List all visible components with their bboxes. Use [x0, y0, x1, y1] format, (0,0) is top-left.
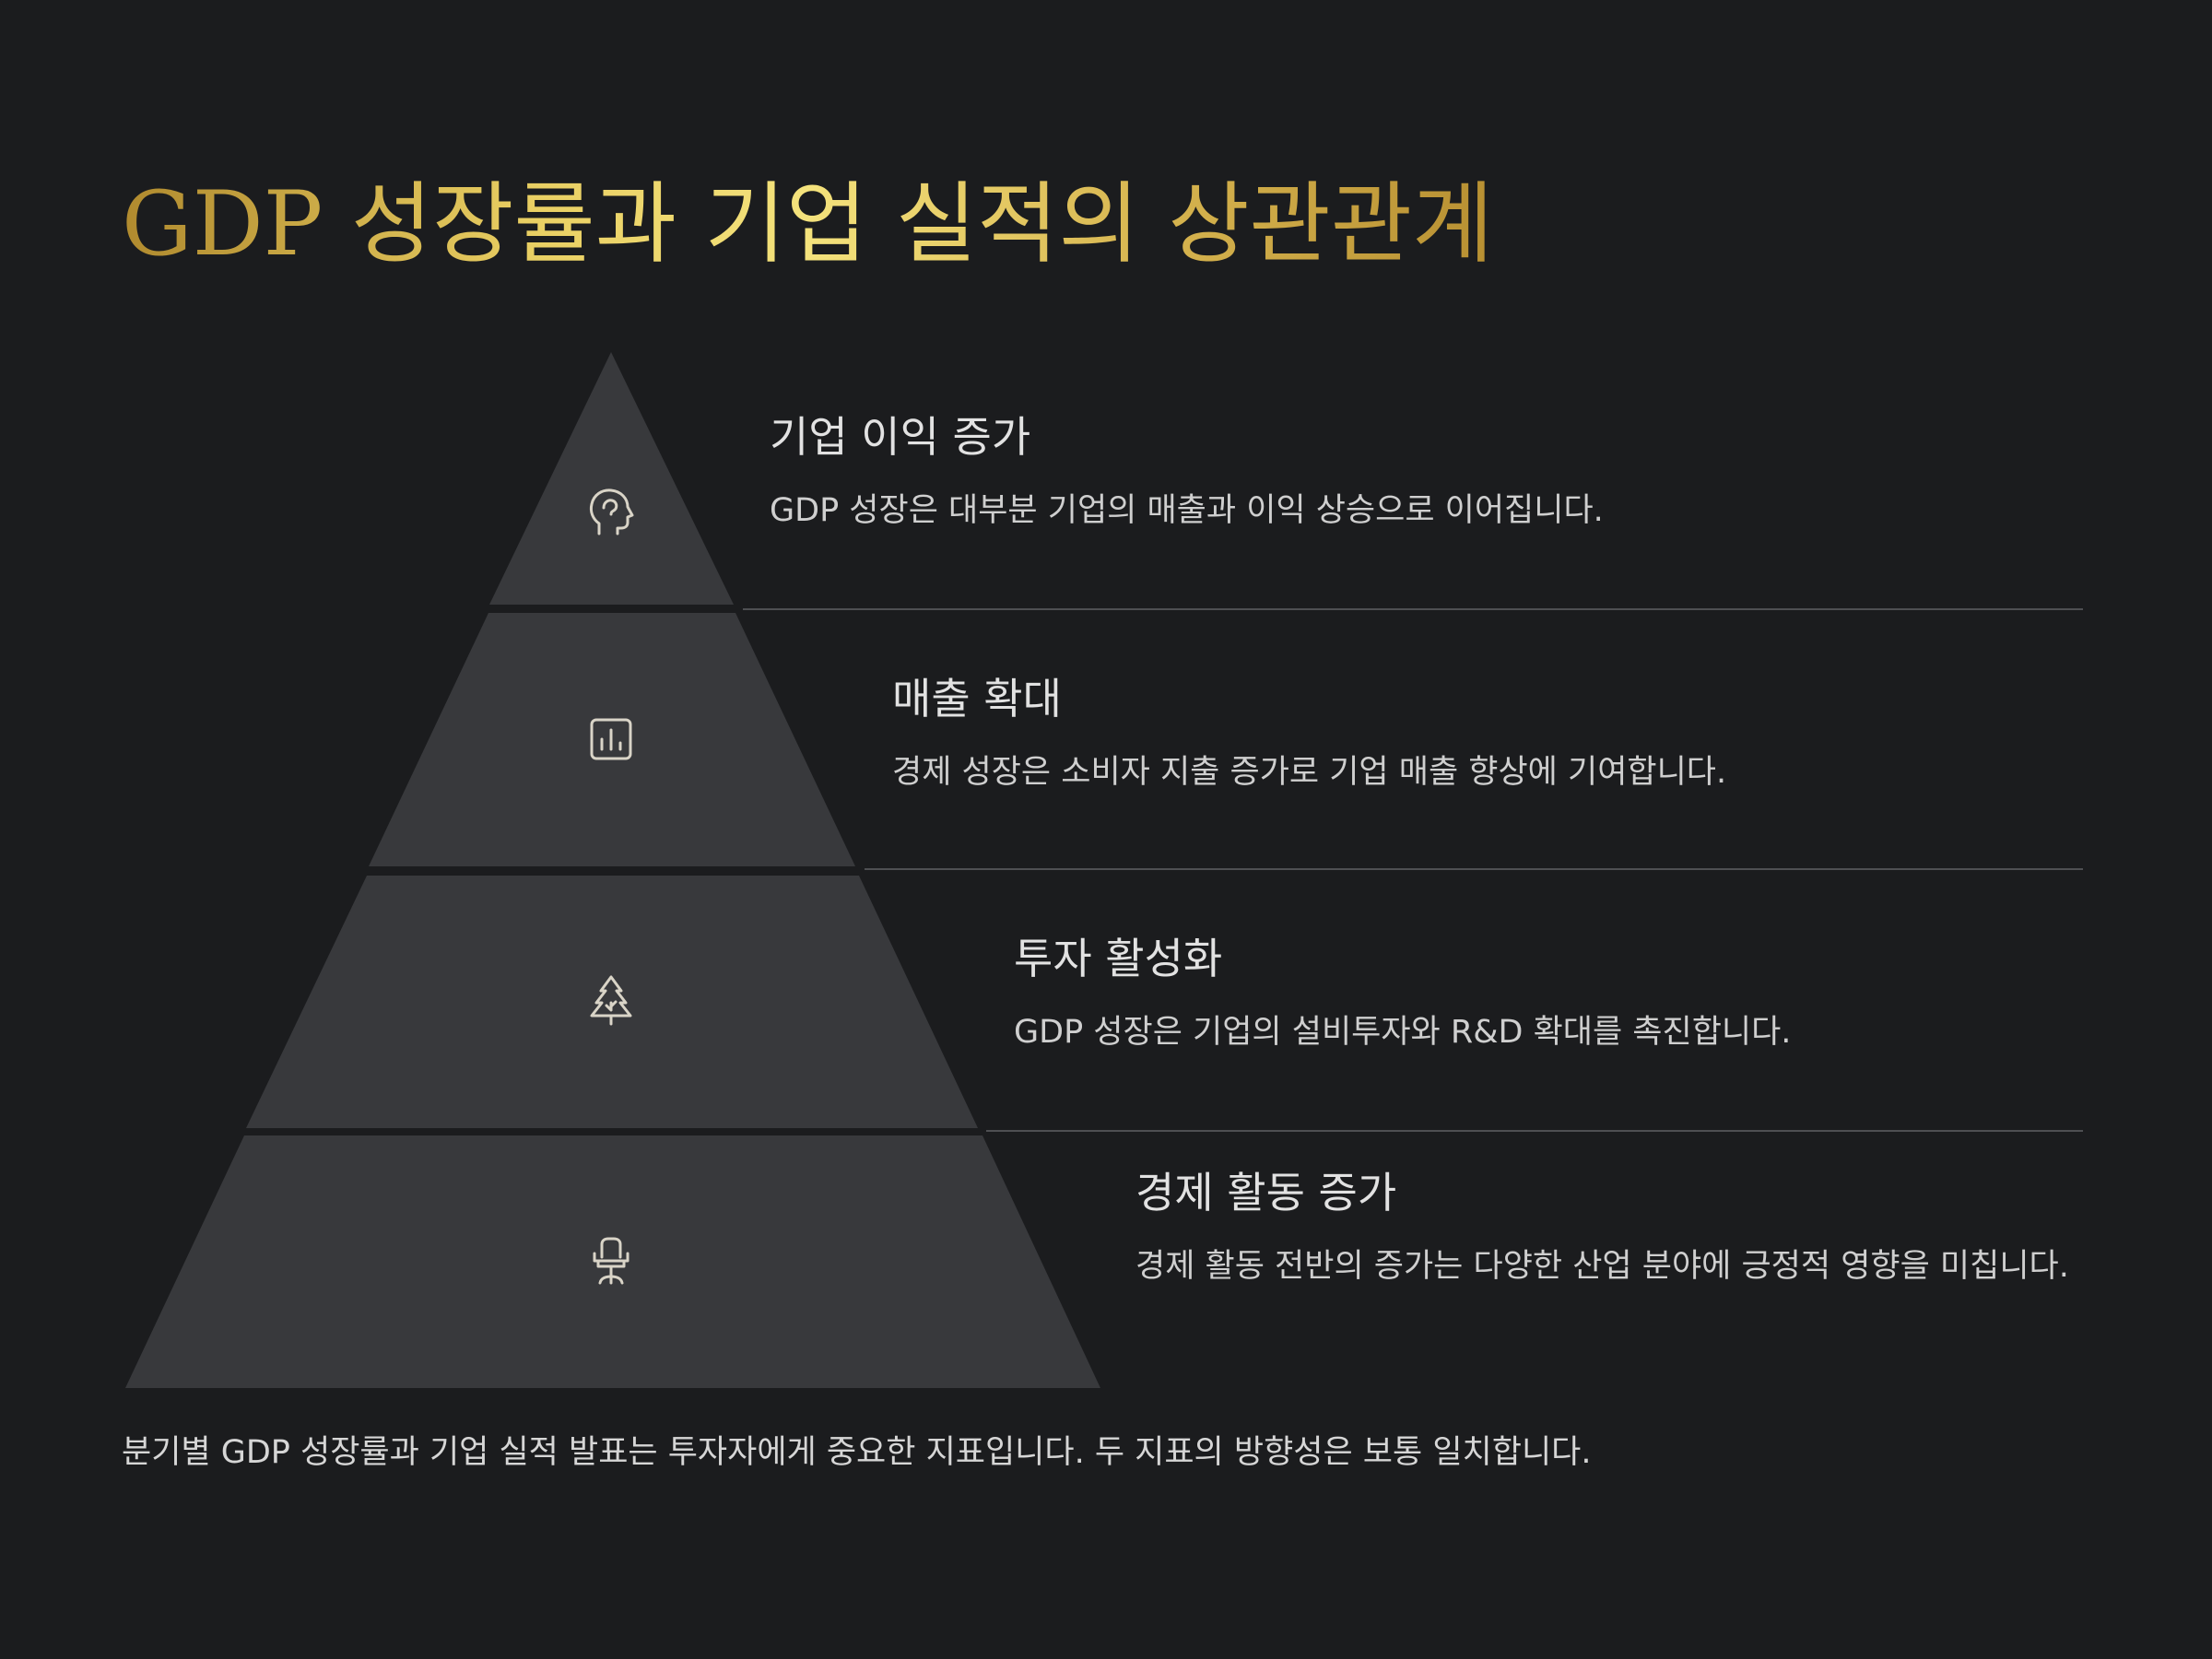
divider: [743, 608, 2083, 610]
bar-chart-icon: [583, 712, 639, 767]
pyramid-level-1: [489, 352, 734, 605]
level-heading: 경제 활동 증가: [1135, 1168, 1397, 1218]
level-heading: 기업 이익 증가: [770, 412, 1031, 462]
divider: [986, 1130, 2083, 1132]
tree-icon: [583, 972, 639, 1028]
level-description: 경제 성장은 소비자 지출 증가로 기업 매출 향상에 기여합니다.: [892, 754, 1727, 791]
level-2-text: 매출 확대 경제 성장은 소비자 지출 증가로 기업 매출 향상에 기여합니다.: [892, 671, 1726, 800]
footer-note: 분기별 GDP 성장률과 기업 실적 발표는 투자자에게 중요한 지표입니다. …: [122, 1434, 1592, 1471]
office-chair-icon: [583, 1233, 639, 1288]
level-description: GDP 성장은 기업의 설비투자와 R&D 확대를 촉진합니다.: [1014, 1014, 1792, 1051]
page-title: GDP 성장률과 기업 실적의 상관관계: [122, 164, 1493, 284]
level-description: 경제 활동 전반의 증가는 다양한 산업 분야에 긍정적 영향을 미칩니다.: [1135, 1248, 2069, 1285]
level-heading: 매출 확대: [892, 674, 1062, 724]
level-1-text: 기업 이익 증가 GDP 성장은 대부분 기업의 매출과 이익 상승으로 이어집…: [770, 409, 1604, 538]
divider: [865, 868, 2083, 870]
head-profile-icon: [583, 485, 639, 540]
level-description: GDP 성장은 대부분 기업의 매출과 이익 상승으로 이어집니다.: [770, 492, 1604, 529]
level-4-text: 경제 활동 증가 경제 활동 전반의 증가는 다양한 산업 분야에 긍정적 영향…: [1135, 1165, 2076, 1294]
level-heading: 투자 활성화: [1014, 934, 1223, 983]
level-3-text: 투자 활성화 GDP 성장은 기업의 설비투자와 R&D 확대를 촉진합니다.: [1014, 931, 1791, 1060]
